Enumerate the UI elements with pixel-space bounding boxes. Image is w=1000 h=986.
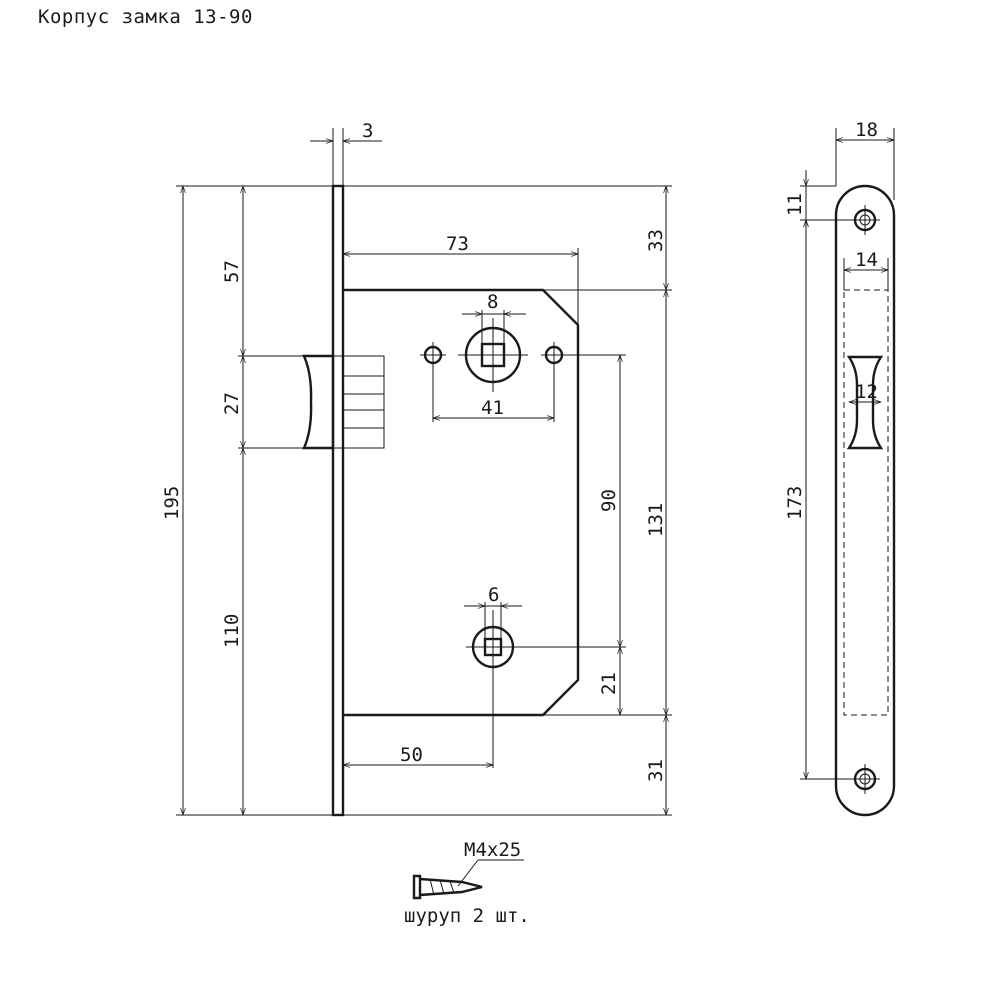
lock-case [343, 288, 580, 717]
hidden-case-outline [843, 289, 889, 716]
dim-body-width: 73 [446, 233, 469, 255]
privacy-hub [466, 610, 520, 672]
screw-hole-bottom [850, 764, 880, 794]
dim-bottom-offset: 31 [645, 759, 667, 782]
dim-spindle-to-bolt: 90 [598, 489, 620, 512]
screw-icon [412, 874, 483, 900]
dim-overall-height: 195 [161, 486, 183, 520]
screw-spec: M4x25 [464, 839, 521, 861]
lock-body-view: 3 195 57 27 110 73 33 131 31 8 41 90 21 [161, 120, 672, 817]
page-title: Корпус замка 13-90 [38, 6, 253, 28]
faceplate-front-view: 18 11 173 14 12 [784, 119, 896, 817]
dim-strike-hole-spacing: 173 [784, 486, 806, 520]
dim-latch-height: 27 [221, 392, 243, 415]
screw-callout: M4x25 шуруп 2 шт. [404, 839, 530, 927]
latch [302, 354, 385, 450]
latch-opening [846, 355, 884, 450]
dim-hole-spacing: 41 [481, 397, 504, 419]
dim-strike-latch-width: 12 [855, 381, 878, 403]
dim-faceplate-thickness: 3 [362, 120, 373, 142]
spindle-hub [458, 318, 528, 392]
dim-spindle-square: 8 [487, 291, 498, 313]
dim-strike-hole-offset: 11 [784, 193, 806, 216]
dim-body-height: 131 [645, 503, 667, 537]
dim-bolt-square: 6 [488, 584, 499, 606]
mounting-hole-left [420, 342, 446, 368]
dim-bolt-to-body-bottom: 21 [598, 672, 620, 695]
dim-strike-width: 18 [855, 119, 878, 141]
dim-backset: 50 [400, 744, 423, 766]
faceplate [331, 184, 345, 817]
screw-hole-top [850, 205, 880, 235]
dim-latch-to-bottom: 110 [221, 614, 243, 648]
mounting-hole-right [541, 342, 567, 368]
extension-lines [176, 128, 672, 816]
dim-strike-slot-width: 14 [855, 249, 878, 271]
dim-top-offset: 33 [645, 229, 667, 252]
screw-caption: шуруп 2 шт. [404, 905, 530, 927]
dim-top-to-latch: 57 [221, 260, 243, 283]
faceplate-outline [834, 184, 896, 817]
